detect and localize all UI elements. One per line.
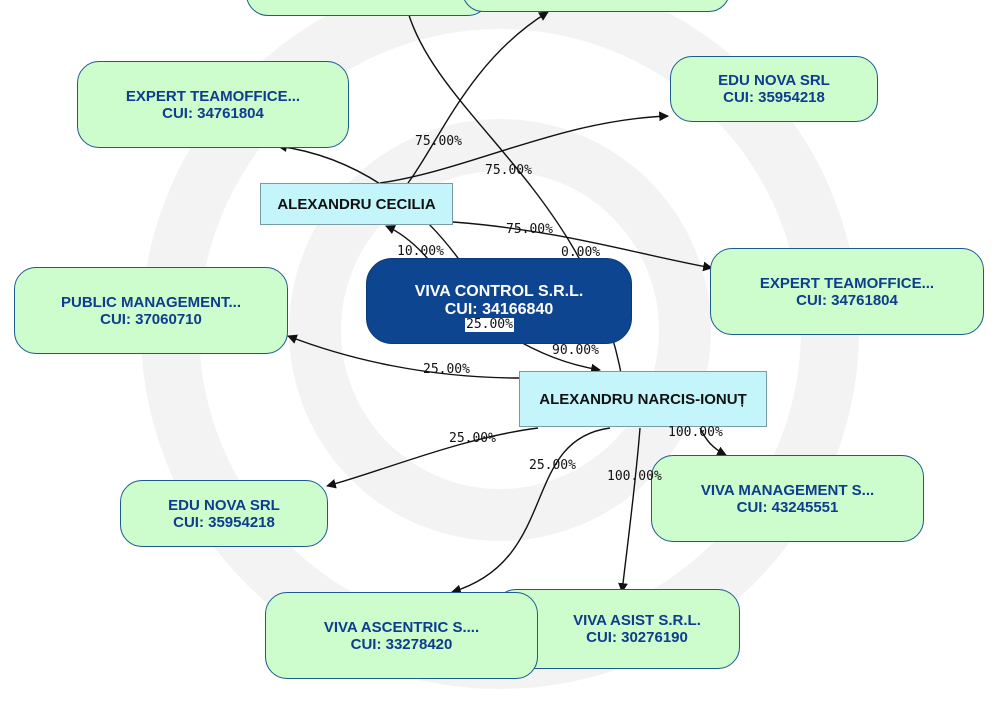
person-node-alexandru-narcis-ionut[interactable]: ALEXANDRU NARCIS-IONUȚ xyxy=(519,371,767,427)
company-cui: CUI: 35954218 xyxy=(723,89,825,106)
company-cui: CUI: 30276190 xyxy=(586,629,688,646)
company-name: EDU NOVA SRL xyxy=(718,72,830,89)
company-node-top-mid[interactable] xyxy=(462,0,730,12)
edge-label-narcis-edu-nova: 25.00% xyxy=(449,431,496,446)
edge-narcis-management xyxy=(699,427,727,456)
company-node-public-management[interactable]: PUBLIC MANAGEMENT... CUI: 37060710 xyxy=(14,267,288,354)
company-name: VIVA ASCENTRIC S.... xyxy=(323,618,480,636)
edge-cecilia-edu-nova xyxy=(379,111,669,184)
inner-ring xyxy=(289,119,711,541)
company-node-viva-ascentric[interactable]: VIVA ASCENTRIC S.... CUI: 33278420 xyxy=(265,592,538,679)
company-cui: CUI: 34761804 xyxy=(162,104,264,122)
company-node-top-left[interactable] xyxy=(246,0,490,16)
edge-label-zero: 0.00% xyxy=(561,245,601,260)
company-name: EDU NOVA SRL xyxy=(168,496,280,514)
edge-narcis-edu-nova xyxy=(326,427,539,489)
person-name: ALEXANDRU CECILIA xyxy=(277,195,436,213)
person-node-alexandru-cecilia[interactable]: ALEXANDRU CECILIA xyxy=(260,183,453,225)
edge-label-center-cross: 25.00% xyxy=(465,317,514,332)
edge-label-narcis-ascentric: 25.00% xyxy=(529,458,576,473)
edge-label-narcis-asist: 100.00% xyxy=(607,469,662,484)
edge-label-narcis-public: 25.00% xyxy=(423,362,470,377)
person-name: ALEXANDRU NARCIS-IONUȚ xyxy=(539,390,747,408)
edge-cecilia-top xyxy=(407,11,549,184)
edge-narcis-public xyxy=(287,334,521,379)
company-cui: CUI: 35954218 xyxy=(173,513,275,531)
company-node-edu-nova-top[interactable]: EDU NOVA SRL CUI: 35954218 xyxy=(670,56,878,122)
edge-label-cecilia-center: 10.00% xyxy=(397,244,444,259)
center-name: VIVA CONTROL S.R.L. xyxy=(414,283,584,300)
edge-label-cecilia-top: 75.00% xyxy=(415,134,462,149)
company-name: VIVA MANAGEMENT S... xyxy=(700,481,875,499)
company-name: EXPERT TEAMOFFICE... xyxy=(125,87,301,105)
company-name: PUBLIC MANAGEMENT... xyxy=(61,293,241,311)
edge-narcis-ascentric xyxy=(451,427,611,595)
company-cui: CUI: 43245551 xyxy=(736,498,839,516)
edge-label-cecilia-edu-nova: 75.00% xyxy=(485,163,532,178)
company-name: VIVA ASIST S.R.L. xyxy=(573,612,701,629)
edge-cecilia-expert-right xyxy=(452,221,713,272)
company-cui: CUI: 37060710 xyxy=(100,310,202,328)
edge-narcis-asist xyxy=(618,427,641,593)
center-cui: CUI: 34166840 xyxy=(444,301,554,318)
company-node-expert-teamoffice-right[interactable]: EXPERT TEAMOFFICE... CUI: 34761804 xyxy=(710,248,984,335)
company-node-viva-management[interactable]: VIVA MANAGEMENT S... CUI: 43245551 xyxy=(651,455,924,542)
company-cui: CUI: 34761804 xyxy=(796,291,898,309)
company-name: EXPERT TEAMOFFICE... xyxy=(759,274,935,292)
edge-label-narcis-management: 100.00% xyxy=(668,425,723,440)
company-node-expert-teamoffice-left[interactable]: EXPERT TEAMOFFICE... CUI: 34761804 xyxy=(77,61,349,148)
company-node-edu-nova-bottom[interactable]: EDU NOVA SRL CUI: 35954218 xyxy=(120,480,328,547)
company-cui: CUI: 33278420 xyxy=(350,635,453,653)
edge-label-center-narcis: 90.00% xyxy=(552,343,599,358)
edge-label-cecilia-expert-right: 75.00% xyxy=(506,222,553,237)
